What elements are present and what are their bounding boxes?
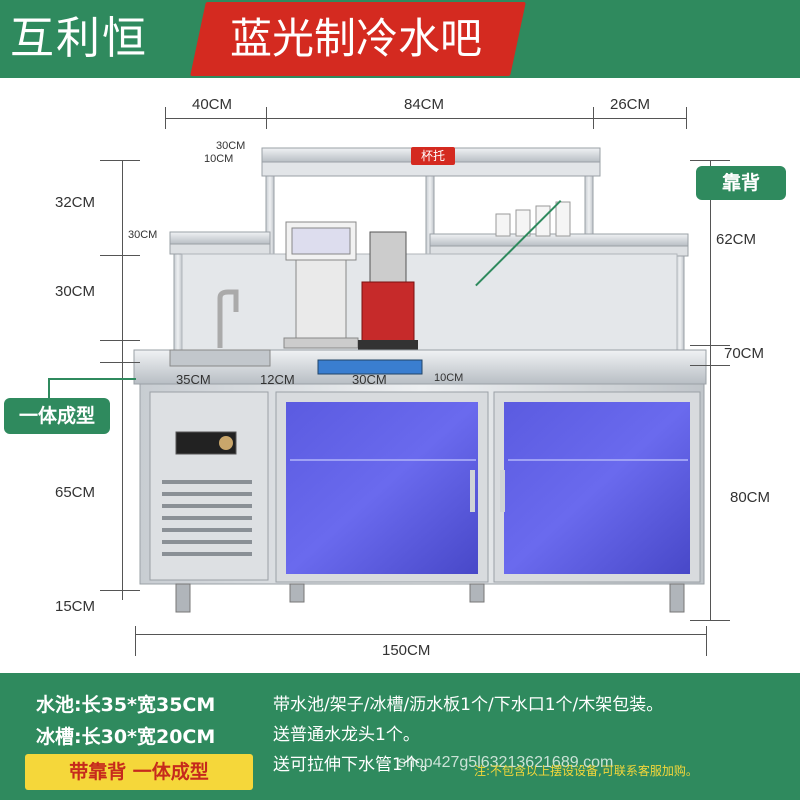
blender bbox=[358, 231, 418, 350]
dim-shelf-10: 10CM bbox=[204, 153, 234, 165]
shop-watermark: shop427g5l63213621689.com bbox=[398, 754, 614, 771]
backboard bbox=[181, 253, 678, 351]
dim-right-70: 70CM bbox=[724, 345, 765, 362]
dim-tick bbox=[100, 340, 140, 341]
dim-top-right: 26CM bbox=[610, 96, 651, 113]
dim-left-shelf-30: 30CM bbox=[128, 229, 158, 241]
compressor-panel bbox=[149, 391, 269, 581]
desc-line-1: 带水池/架子/冰槽/沥水板1个/下水口1个/木架包装。 bbox=[273, 695, 664, 715]
right-dimension-line bbox=[710, 160, 711, 620]
integrated-callout: 一体成型 bbox=[4, 398, 110, 434]
dim-ice-30: 30CM bbox=[352, 372, 387, 387]
dim-gap-10: 10CM bbox=[434, 372, 464, 384]
dim-tick bbox=[100, 362, 140, 363]
dim-bottom-150: 150CM bbox=[382, 642, 431, 659]
product-title: 蓝光制冷水吧 bbox=[230, 14, 483, 63]
cup-holder-label: 杯托 bbox=[411, 147, 455, 165]
fructose-machine bbox=[283, 221, 359, 349]
dim-tick bbox=[135, 626, 136, 656]
dim-tick bbox=[690, 620, 730, 621]
feature-badge: 带靠背 一体成型 bbox=[25, 754, 253, 790]
dim-left-30: 30CM bbox=[55, 283, 96, 300]
integrated-pointer bbox=[48, 378, 136, 380]
left-dimension-line bbox=[122, 160, 123, 600]
legs bbox=[175, 583, 685, 613]
dim-tick bbox=[690, 345, 730, 346]
dim-shelf-30: 30CM bbox=[216, 140, 246, 152]
glass-doors bbox=[275, 391, 701, 583]
dim-tick bbox=[706, 626, 707, 656]
bottom-dimension-line bbox=[135, 634, 706, 635]
backboard-callout: 靠背 bbox=[696, 166, 786, 200]
dim-top-middle: 84CM bbox=[404, 96, 445, 113]
dim-sink-35: 35CM bbox=[176, 372, 211, 387]
dim-tick bbox=[690, 160, 730, 161]
dim-tick bbox=[686, 107, 687, 129]
desc-line-3: 送可拉伸下水管1个。 bbox=[273, 755, 437, 775]
spec-ice-tank: 冰槽:长30*宽20CM bbox=[36, 726, 216, 748]
disclaimer-note: 注:不包含以上摆设设备,可联系客服加购。 bbox=[474, 764, 698, 778]
desc-line-2: 送普通水龙头1个。 bbox=[273, 725, 420, 745]
spec-sink: 水池:长35*宽35CM bbox=[36, 694, 216, 716]
integrated-pointer-stem bbox=[48, 378, 50, 398]
brand-name: 互利恒 bbox=[0, 0, 205, 78]
dim-top-left: 40CM bbox=[192, 96, 233, 113]
dim-left-32: 32CM bbox=[55, 194, 96, 211]
ice-tank bbox=[317, 359, 423, 375]
sink bbox=[169, 289, 271, 367]
dim-left-65: 65CM bbox=[55, 484, 96, 501]
dim-right-80: 80CM bbox=[730, 489, 771, 506]
left-shelf bbox=[169, 231, 271, 353]
dim-tick bbox=[690, 365, 730, 366]
dim-left-15: 15CM bbox=[55, 598, 96, 615]
top-dimension-line bbox=[165, 118, 686, 119]
dim-tick bbox=[100, 255, 140, 256]
dim-right-62: 62CM bbox=[716, 231, 757, 248]
dim-tick bbox=[100, 160, 140, 161]
dim-gap-12: 12CM bbox=[260, 372, 295, 387]
product-illustration bbox=[133, 147, 707, 613]
bottles bbox=[495, 201, 571, 237]
dim-tick bbox=[100, 590, 140, 591]
